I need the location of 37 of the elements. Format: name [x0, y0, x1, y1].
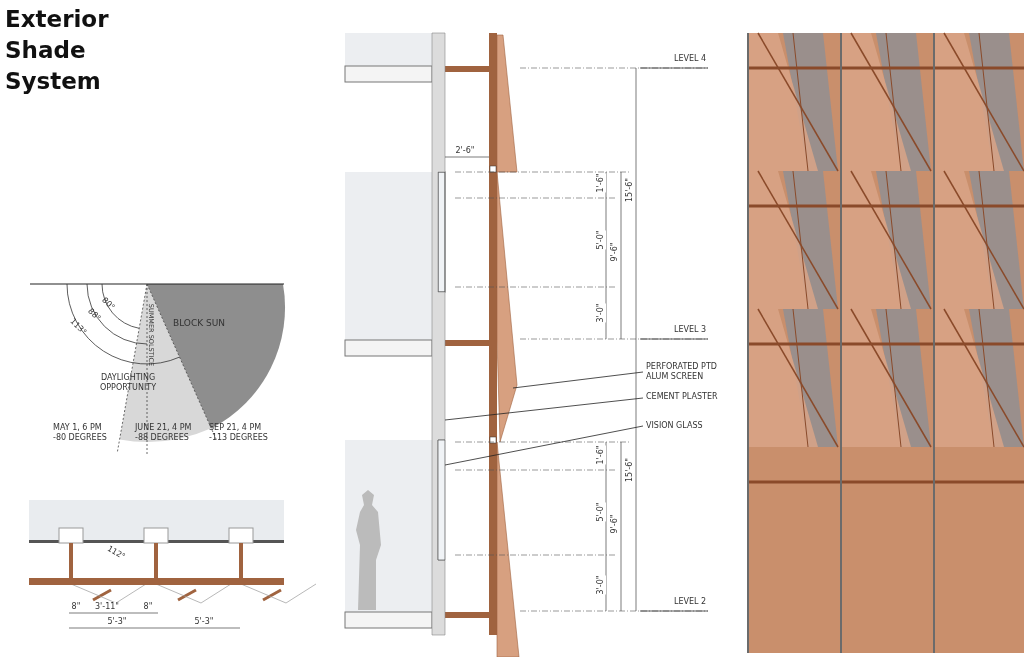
date-label: SEP 21, 4 PM -113 DEGREES — [209, 423, 269, 443]
level-label: LEVEL 3 — [673, 325, 707, 335]
dimension-label: 8" — [143, 602, 153, 612]
dimension-label: 2'-6" — [455, 146, 475, 156]
dimension-label: 3'-0" — [596, 575, 606, 595]
angle-label: 80° — [100, 295, 117, 312]
leader-line — [444, 425, 644, 466]
glass-pane — [437, 439, 446, 561]
date-label: JUNE 21, 4 PM -88 DEGREES — [135, 423, 193, 443]
callout-label: CEMENT PLASTER — [646, 392, 738, 402]
leader-line — [444, 397, 644, 421]
dimension-label: 1'-6" — [596, 173, 606, 193]
level-label: LEVEL 4 — [673, 54, 707, 64]
zone-label: DAYLIGHTING OPPORTUNITY — [98, 373, 158, 393]
title: Exterior Shade System — [5, 5, 110, 97]
dimension-label: 3'-11" — [95, 602, 119, 612]
angle-label: 88° — [86, 306, 103, 323]
dimension-label: 9'-6" — [610, 514, 620, 534]
dimension-label: 15'-6" — [625, 458, 635, 482]
level-label: LEVEL 2 — [673, 597, 707, 607]
callout-label: PERFORATED PTD ALUM SCREEN — [646, 362, 738, 382]
dimension-label: 5'-0" — [596, 230, 606, 250]
shade-screen — [496, 171, 518, 443]
dimension-label: 15'-6" — [625, 178, 635, 202]
dimension-label: 9'-6" — [610, 242, 620, 262]
dimension-label: 5'-3" — [194, 617, 214, 627]
dimension-label: 5'-0" — [596, 502, 606, 522]
callout-label: VISION GLASS — [646, 421, 738, 431]
wall-plaster — [431, 32, 446, 636]
leader-line — [512, 371, 644, 389]
date-label: MAY 1, 6 PM -80 DEGREES — [53, 423, 108, 443]
dimension-label: 3'-0" — [596, 303, 606, 323]
dimension-label: 1'-6" — [596, 445, 606, 465]
zone-label: BLOCK SUN — [173, 318, 225, 330]
angle-label: 112° — [105, 543, 127, 563]
dimension-label: 5'-3" — [107, 617, 127, 627]
dimension-label: 8" — [71, 602, 81, 612]
